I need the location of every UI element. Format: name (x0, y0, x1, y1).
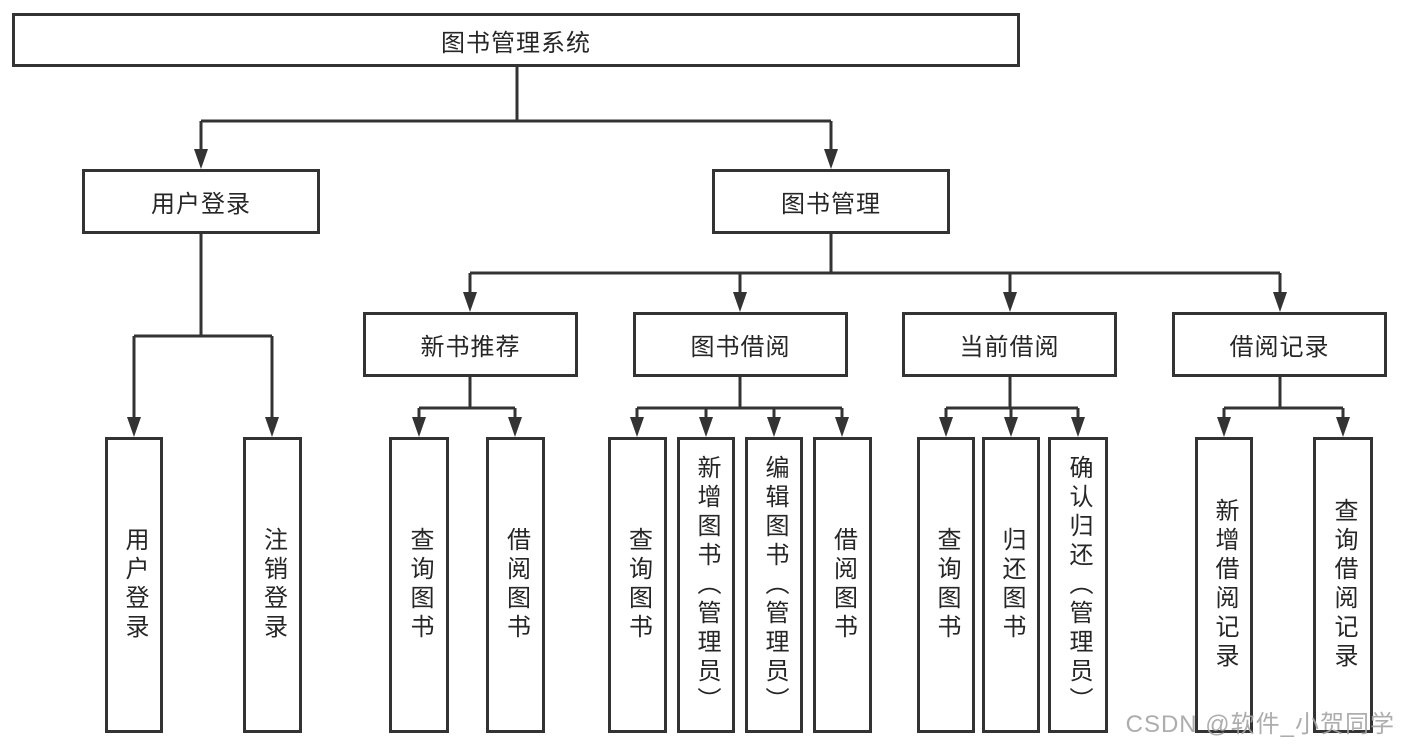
arrowhead-icon (1071, 417, 1085, 437)
leaf-edit-book-admin: 编辑图书（管理员） (745, 437, 803, 733)
leaf-query-borrow-record: 查询借阅记录 (1313, 437, 1373, 733)
leaf-add-borrow-record: 新增借阅记录 (1195, 437, 1253, 733)
leaf-label: 注销登录 (259, 527, 287, 643)
arrowhead-icon (767, 417, 781, 437)
leaf-logout: 注销登录 (243, 437, 302, 733)
arrowhead-icon (265, 417, 279, 437)
leaf-label: 借阅图书 (502, 527, 530, 643)
arrowhead-icon (1004, 417, 1018, 437)
leaf-user-login: 用户登录 (105, 437, 163, 733)
leaf-query-books-3: 查询图书 (917, 437, 975, 733)
node-book-management: 图书管理 (712, 169, 950, 234)
arrowhead-icon (699, 417, 713, 437)
arrowhead-icon (1217, 417, 1231, 437)
leaf-label: 编辑图书（管理员） (761, 454, 788, 716)
arrowhead-icon (824, 149, 838, 169)
arrowhead-icon (194, 149, 208, 169)
arrowhead-icon (463, 292, 477, 312)
watermark: CSDN @软件_小贺同学 (1125, 711, 1395, 738)
leaf-label: 确认归还（管理员） (1065, 454, 1092, 716)
node-library-management-system: 图书管理系统 (12, 13, 1020, 67)
leaf-borrow-books-1: 借阅图书 (486, 437, 545, 733)
arrowhead-icon (127, 417, 141, 437)
leaf-query-books-2: 查询图书 (608, 437, 667, 733)
arrowhead-icon (508, 417, 522, 437)
leaf-query-books-1: 查询图书 (389, 437, 449, 733)
arrowhead-icon (1336, 417, 1350, 437)
leaf-label: 查询图书 (933, 527, 960, 643)
node-user-login: 用户登录 (82, 169, 320, 234)
leaf-confirm-return-admin: 确认归还（管理员） (1048, 437, 1108, 733)
node-borrowing-records: 借阅记录 (1172, 312, 1387, 377)
arrowhead-icon (1273, 292, 1287, 312)
arrowhead-icon (1003, 292, 1017, 312)
node-current-borrowing: 当前借阅 (902, 312, 1117, 377)
arrowhead-icon (630, 417, 644, 437)
leaf-add-book-admin: 新增图书（管理员） (677, 437, 735, 733)
node-book-borrowing: 图书借阅 (633, 312, 848, 377)
node-new-book-recommend: 新书推荐 (363, 312, 578, 377)
leaf-return-books: 归还图书 (982, 437, 1040, 733)
leaf-label: 查询图书 (406, 527, 433, 643)
leaf-label: 借阅图书 (829, 527, 857, 643)
leaf-label: 新增图书（管理员） (693, 454, 720, 716)
arrowhead-icon (733, 292, 747, 312)
arrowhead-icon (939, 417, 953, 437)
leaf-label: 查询图书 (624, 527, 652, 643)
leaf-label: 归还图书 (998, 527, 1025, 643)
arrowhead-icon (835, 417, 849, 437)
arrowhead-icon (412, 417, 426, 437)
leaf-borrow-books-2: 借阅图书 (813, 437, 872, 733)
leaf-label: 查询借阅记录 (1330, 498, 1357, 672)
leaf-label: 用户登录 (121, 527, 148, 643)
leaf-label: 新增借阅记录 (1211, 498, 1238, 672)
